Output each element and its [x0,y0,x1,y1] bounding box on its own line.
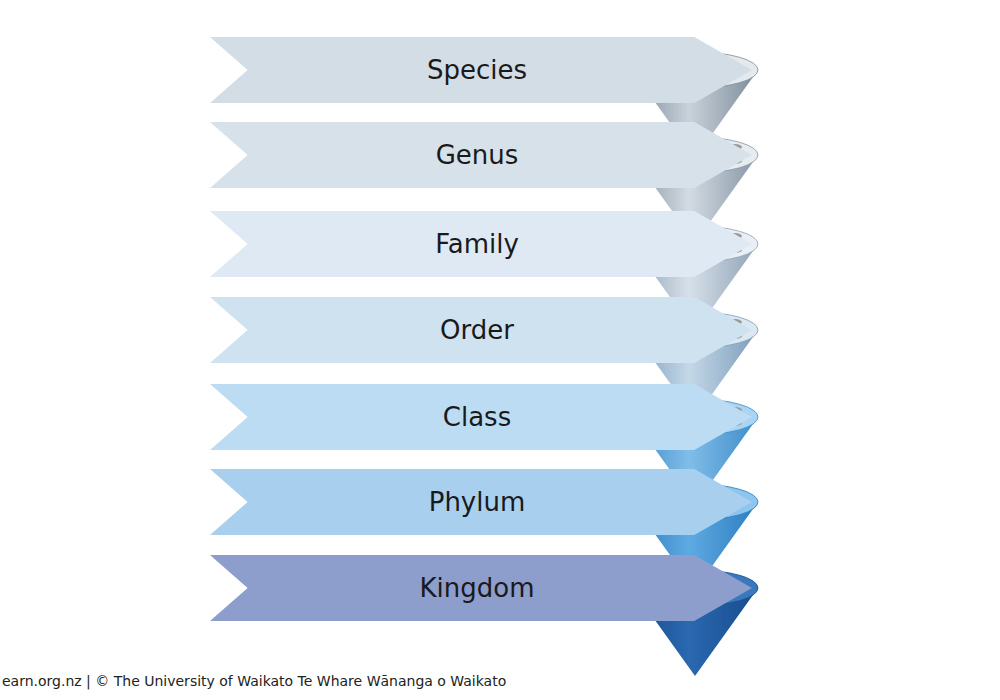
rank-band: Phylum [210,469,752,535]
rank-label: Phylum [202,469,752,517]
credit-text: earn.org.nz | © The University of Waikat… [2,673,506,689]
rank-band: Family [210,211,752,277]
rank-band: Kingdom [210,555,752,621]
rank-label: Order [202,297,752,345]
rank-label: Class [202,384,752,432]
rank-label: Family [202,211,752,259]
rank-band: Species [210,37,752,103]
rank-band: Genus [210,122,752,188]
rank-label: Species [202,37,752,85]
rank-band: Class [210,384,752,450]
rank-label: Kingdom [202,555,752,603]
rank-label: Genus [202,122,752,170]
rank-band: Order [210,297,752,363]
